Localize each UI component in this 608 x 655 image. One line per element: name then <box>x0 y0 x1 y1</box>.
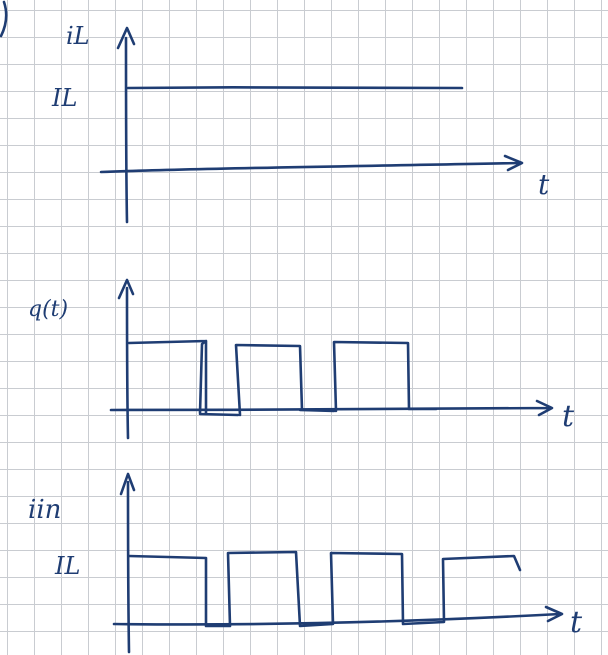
x-axis-q <box>109 399 554 417</box>
ylabel-iin: iin <box>28 495 61 525</box>
y-axis-iL <box>116 26 136 224</box>
y-axis-iin <box>119 472 136 654</box>
level-label-IL-top: IL <box>51 84 77 112</box>
ylabel-iL: iL <box>66 22 90 50</box>
panel-switching-function: q(t) t <box>28 278 575 440</box>
xlabel-t-middle: t <box>562 399 575 434</box>
pulse-train-iin <box>127 550 522 628</box>
constant-level-IL <box>126 85 464 90</box>
panel-input-current: iin IL t <box>28 472 583 654</box>
x-axis-iL <box>99 154 524 174</box>
xlabel-t-bottom: t <box>570 605 583 640</box>
ylabel-q: q(t) <box>28 297 68 322</box>
stray-pen-mark <box>0 0 8 38</box>
xlabel-t-top: t <box>538 168 550 201</box>
y-axis-q <box>117 278 135 440</box>
level-label-IL-bottom: IL <box>54 552 80 580</box>
x-axis-iin <box>112 605 564 626</box>
pulse-train-q <box>127 339 438 417</box>
panel-inductor-current: iL IL t <box>51 22 550 224</box>
